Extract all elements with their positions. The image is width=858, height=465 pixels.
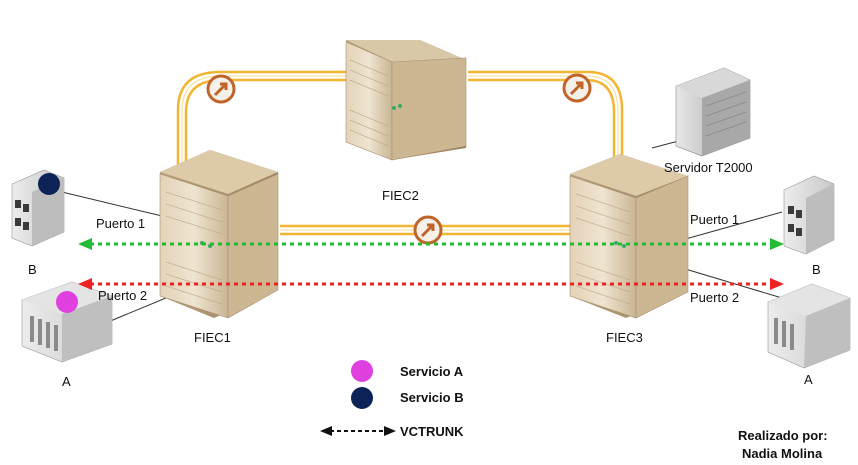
right-site-b-label: B bbox=[812, 262, 821, 277]
fiber-icon-left bbox=[206, 74, 236, 104]
fiec1-cabinet bbox=[159, 150, 279, 319]
legend-service-b-swatch bbox=[351, 387, 373, 409]
legend-vctrunk-label: VCTRUNK bbox=[400, 424, 464, 439]
server-t2000-icon bbox=[675, 67, 751, 157]
server-label: Servidor T2000 bbox=[664, 160, 753, 175]
right-port-1-label: Puerto 1 bbox=[690, 212, 739, 227]
right-site-a-label: A bbox=[804, 372, 813, 387]
left-port-1-label: Puerto 1 bbox=[96, 216, 145, 231]
legend: Servicio A Servicio B VCTRUNK bbox=[320, 360, 464, 439]
legend-service-b-label: Servicio B bbox=[400, 390, 464, 405]
fiber-icon-middle bbox=[413, 215, 443, 245]
legend-vctrunk-arrow-icon bbox=[320, 426, 396, 436]
legend-service-a-swatch bbox=[351, 360, 373, 382]
fiec2-cabinet bbox=[345, 40, 467, 161]
fiec3-label: FIEC3 bbox=[606, 330, 643, 345]
fiec2-label: FIEC2 bbox=[382, 188, 419, 203]
building-left-a bbox=[21, 281, 113, 363]
service-a-marker-left bbox=[56, 291, 78, 313]
service-b-link bbox=[78, 238, 784, 250]
service-b-marker-left bbox=[38, 173, 60, 195]
fiec3-cabinet bbox=[569, 154, 689, 319]
service-a-link bbox=[78, 278, 784, 290]
left-site-b-label: B bbox=[28, 262, 37, 277]
credits-line-2: Nadia Molina bbox=[742, 446, 823, 461]
building-right-b bbox=[783, 175, 835, 255]
credits-line-1: Realizado por: bbox=[738, 428, 828, 443]
left-site-a-label: A bbox=[62, 374, 71, 389]
left-port-2-label: Puerto 2 bbox=[98, 288, 147, 303]
fiber-icon-right bbox=[562, 73, 592, 103]
building-right-a bbox=[767, 283, 851, 369]
legend-service-a-label: Servicio A bbox=[400, 364, 464, 379]
fiec1-label: FIEC1 bbox=[194, 330, 231, 345]
right-port-2-label: Puerto 2 bbox=[690, 290, 739, 305]
